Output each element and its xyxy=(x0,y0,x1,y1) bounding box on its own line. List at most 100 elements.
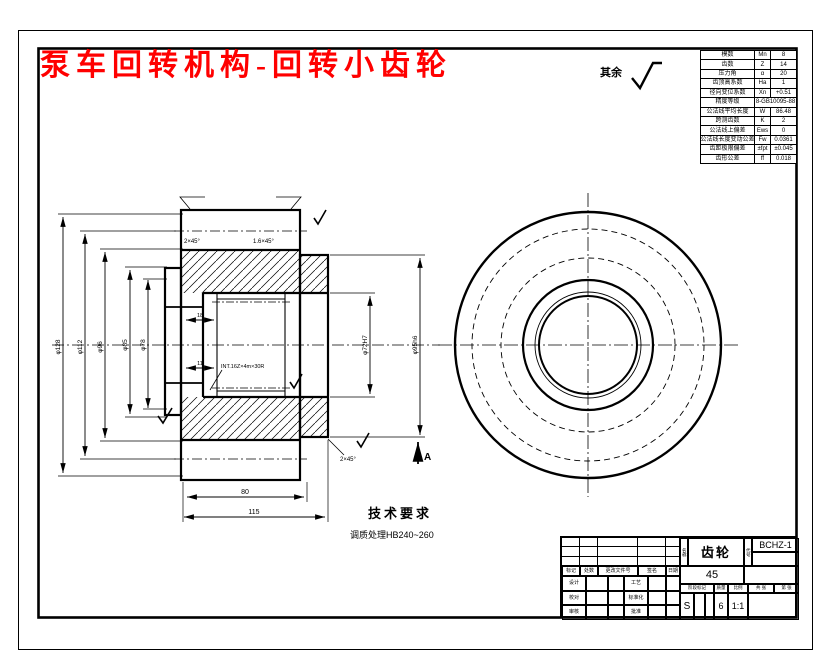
label-approve: 批准 xyxy=(624,605,648,620)
hatch-bottom xyxy=(181,397,328,440)
param-symbol: ff xyxy=(755,154,771,164)
param-value: 0.018 xyxy=(775,155,791,162)
chamfer-label-top-right: 1.6×45° xyxy=(253,239,275,245)
hub-circle xyxy=(521,278,655,412)
right-hub-outline xyxy=(298,253,330,439)
material: 45 xyxy=(680,566,744,584)
dim-left-3: φ96 xyxy=(97,341,104,353)
param-value: 14 xyxy=(780,61,787,68)
cell-empty xyxy=(748,593,799,620)
dim-bottom-2: 115 xyxy=(248,509,259,516)
param-value: 2 xyxy=(781,118,786,125)
param-value: 1 xyxy=(781,80,786,87)
root-circle xyxy=(471,228,705,462)
cell-empty xyxy=(666,605,680,620)
part-name: 齿轮 xyxy=(688,538,744,566)
dim-right-2: φ95h6 xyxy=(412,335,419,354)
label-standard: 标准化 xyxy=(624,591,648,605)
param-symbol: Mn xyxy=(755,51,771,60)
table-row: 齿距极限偏差±fpt±0.045 xyxy=(701,145,796,155)
chamfer-leader-left xyxy=(179,196,205,210)
param-value: 86.48 xyxy=(775,108,791,115)
label-name-col: 名称 xyxy=(680,538,688,566)
label-weight: 质量 xyxy=(714,584,728,593)
roughness-rest-icon xyxy=(631,61,662,91)
param-name: 齿距极限偏差 xyxy=(701,145,755,154)
cell-empty xyxy=(666,591,680,605)
cell-empty xyxy=(608,605,624,620)
param-value: 0.0361 xyxy=(774,137,793,143)
param-value: +0.51 xyxy=(775,89,792,96)
param-name: 公法线长度变动公差 xyxy=(701,135,755,145)
bore-circle xyxy=(538,295,638,395)
left-hub-outline xyxy=(163,266,183,417)
cell-empty xyxy=(608,576,624,591)
label-review: 审核 xyxy=(562,605,586,620)
param-symbol: Ews xyxy=(755,126,771,135)
param-value: 8-GB10095-88 xyxy=(755,99,796,106)
bore xyxy=(165,291,328,399)
cell-empty xyxy=(744,566,799,584)
title-block: 标记 处数 更改文件号 签名 日期 设计 工艺 校对 标准化 审核 批准 名称 … xyxy=(560,536,799,620)
pitch-circle xyxy=(500,257,676,433)
param-name: 跨测齿数 xyxy=(701,116,755,126)
param-symbol: Ha xyxy=(755,79,771,88)
scale-value: 1:1 xyxy=(728,593,748,620)
param-name: 径向变位系数 xyxy=(701,88,755,98)
param-name: 压力角 xyxy=(701,69,755,79)
label-stage: 阶段标记 xyxy=(680,584,714,593)
param-symbol: ±fpt xyxy=(755,145,771,154)
sheet-border xyxy=(18,30,813,650)
tip-circle xyxy=(453,210,723,480)
param-name: 模数 xyxy=(701,51,755,60)
hatch-top xyxy=(181,250,328,293)
revision-grid xyxy=(562,538,680,566)
cell-empty xyxy=(752,552,799,566)
cell-empty xyxy=(705,593,714,620)
dim-inner-2: 11 xyxy=(197,361,203,367)
cell-empty xyxy=(586,591,608,605)
chamfer-leader-bottom xyxy=(327,438,345,456)
cell-empty xyxy=(648,605,666,620)
param-symbol: Z xyxy=(755,60,771,69)
dim-inner-1: 18 xyxy=(197,313,203,319)
param-value: 20 xyxy=(780,71,787,78)
stage-mark: S xyxy=(680,593,694,620)
dim-left-2: φ112 xyxy=(77,339,84,354)
label-process: 工艺 xyxy=(624,576,648,591)
label-scale: 比例 xyxy=(728,584,748,593)
chamfer-label-top-left: 2×45° xyxy=(184,239,201,245)
label-code-col: 代号 xyxy=(744,538,752,566)
param-symbol: Fw xyxy=(755,135,771,145)
label-date: 日期 xyxy=(666,566,680,576)
label-design: 设计 xyxy=(562,576,586,591)
param-name: 精度等级 xyxy=(701,98,755,107)
label-check: 校对 xyxy=(562,591,586,605)
view-label-a: A xyxy=(424,452,431,463)
param-name: 公法线平均长度 xyxy=(701,107,755,116)
drawing-number: BCHZ-1 xyxy=(752,538,799,552)
param-symbol: W xyxy=(755,107,771,116)
cell-empty xyxy=(694,593,705,620)
extension-lines xyxy=(58,213,425,522)
param-name: 齿数 xyxy=(701,60,755,69)
dimension-labels: φ128 φ112 φ96 φ85 φ78 φ72H7 φ95h6 80 115… xyxy=(55,239,431,516)
dim-left-5: φ78 xyxy=(140,339,147,351)
cell-empty xyxy=(666,576,680,591)
spline-callout: INT.16Z×4m×30R xyxy=(221,364,264,370)
param-symbol: K xyxy=(755,116,771,126)
surface-note-label: 其余 xyxy=(600,67,622,79)
param-value: ±0.045 xyxy=(774,146,793,153)
cell-empty xyxy=(586,605,608,620)
param-value: 8 xyxy=(781,52,786,59)
roughness-symbols xyxy=(157,209,370,449)
